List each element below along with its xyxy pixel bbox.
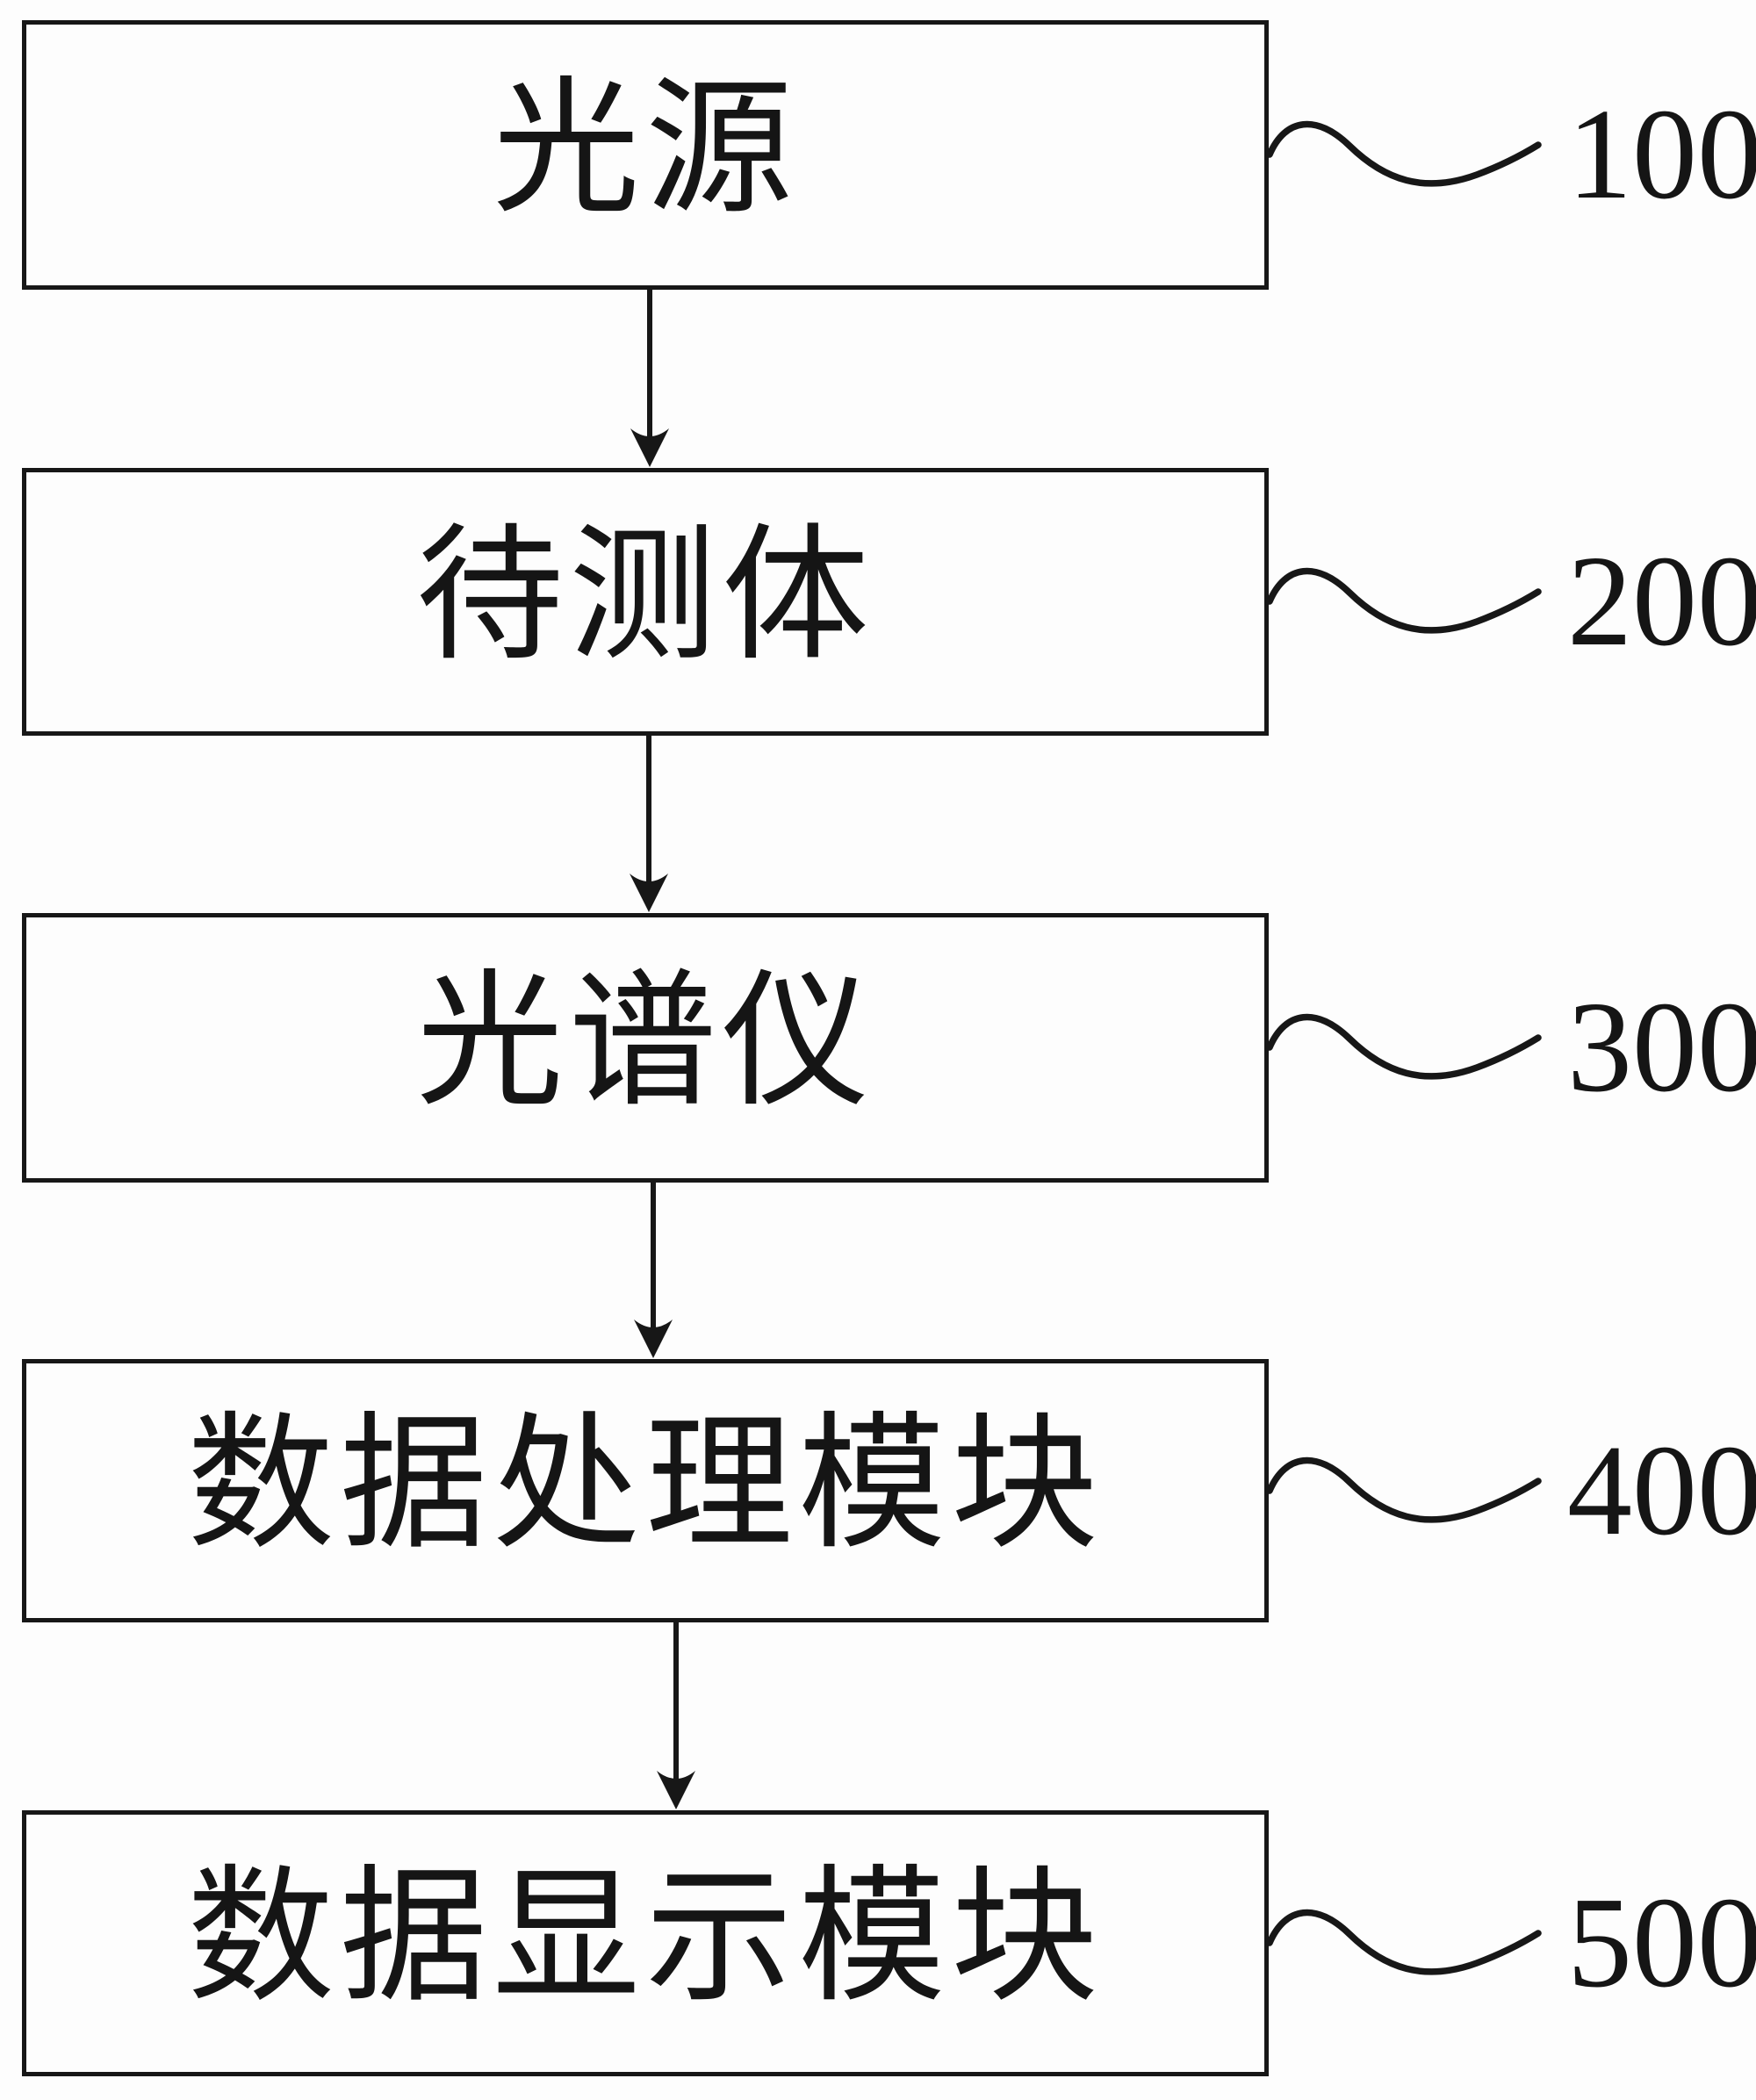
- node-object-under-test-label: 待测体: [416, 514, 874, 679]
- node-light-source-label: 光源: [493, 68, 798, 232]
- ref-connector-100: [1266, 120, 1542, 187]
- node-spectrometer: 光谱仪: [22, 913, 1269, 1183]
- node-object-under-test: 待测体: [22, 468, 1269, 736]
- ref-label-400: 400: [1567, 1419, 1756, 1563]
- node-data-display-module-label: 数据显示模块: [187, 1856, 1104, 2020]
- ref-label-500: 500: [1567, 1871, 1756, 2015]
- ref-connector-200: [1266, 567, 1542, 634]
- ref-label-300: 300: [1567, 975, 1756, 1119]
- ref-connector-400: [1266, 1456, 1542, 1523]
- ref-connector-300: [1266, 1013, 1542, 1080]
- ref-connector-500: [1266, 1909, 1542, 1975]
- node-data-display-module: 数据显示模块: [22, 1810, 1269, 2076]
- ref-label-100: 100: [1567, 83, 1756, 227]
- node-spectrometer-label: 光谱仪: [416, 960, 874, 1125]
- node-data-processing-module-label: 数据处理模块: [187, 1404, 1104, 1567]
- node-data-processing-module: 数据处理模块: [22, 1359, 1269, 1622]
- arrow-object-to-spectrometer: [630, 736, 668, 912]
- node-light-source: 光源: [22, 20, 1269, 290]
- arrow-processing-to-display: [657, 1622, 695, 1809]
- ref-label-200: 200: [1567, 529, 1756, 673]
- arrow-light-source-to-object: [630, 290, 669, 467]
- arrow-spectrometer-to-processing: [634, 1183, 673, 1358]
